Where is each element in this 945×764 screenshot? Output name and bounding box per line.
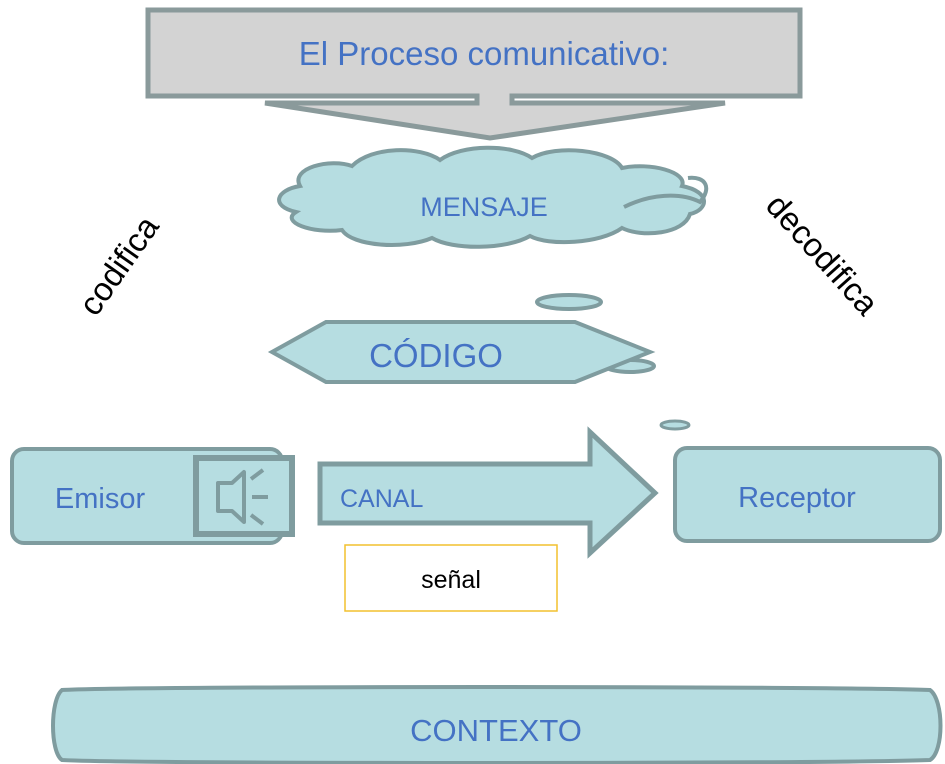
- contexto-label: CONTEXTO: [410, 713, 582, 748]
- title-text: El Proceso comunicativo:: [299, 35, 670, 72]
- thought-bubble-small: [659, 419, 691, 431]
- canal-arrow: CANAL: [317, 426, 659, 559]
- contexto-shape: [51, 685, 943, 764]
- codifica-label: codifica: [71, 208, 166, 321]
- senal-rect: [344, 544, 558, 612]
- cloud-shape: [277, 145, 706, 249]
- title-arrow-shape: [145, 7, 803, 141]
- senal-label: señal: [421, 566, 481, 594]
- thought-bubble-large: [535, 293, 603, 311]
- codigo-hexagon: [267, 320, 656, 384]
- codigo-shape: CÓDIGO: [267, 320, 656, 384]
- receptor-label: Receptor: [738, 482, 856, 514]
- emisor-label: Emisor: [55, 483, 146, 515]
- canal-arrow-shape: [317, 426, 659, 559]
- canal-label: CANAL: [340, 485, 423, 513]
- codigo-label: CÓDIGO: [369, 337, 503, 374]
- receptor-box: Receptor: [673, 446, 942, 543]
- mensaje-cloud: MENSAJE: [277, 145, 709, 249]
- mensaje-label: MENSAJE: [420, 192, 548, 222]
- senal-box: señal: [344, 544, 558, 612]
- cloud-tail: [623, 175, 709, 209]
- speaker-icon[interactable]: [193, 455, 295, 537]
- contexto-banner: CONTEXTO: [51, 685, 943, 764]
- title-block: El Proceso comunicativo:: [145, 7, 803, 141]
- decodifica-label: decodifica: [759, 187, 886, 323]
- receptor-rect: [673, 446, 942, 543]
